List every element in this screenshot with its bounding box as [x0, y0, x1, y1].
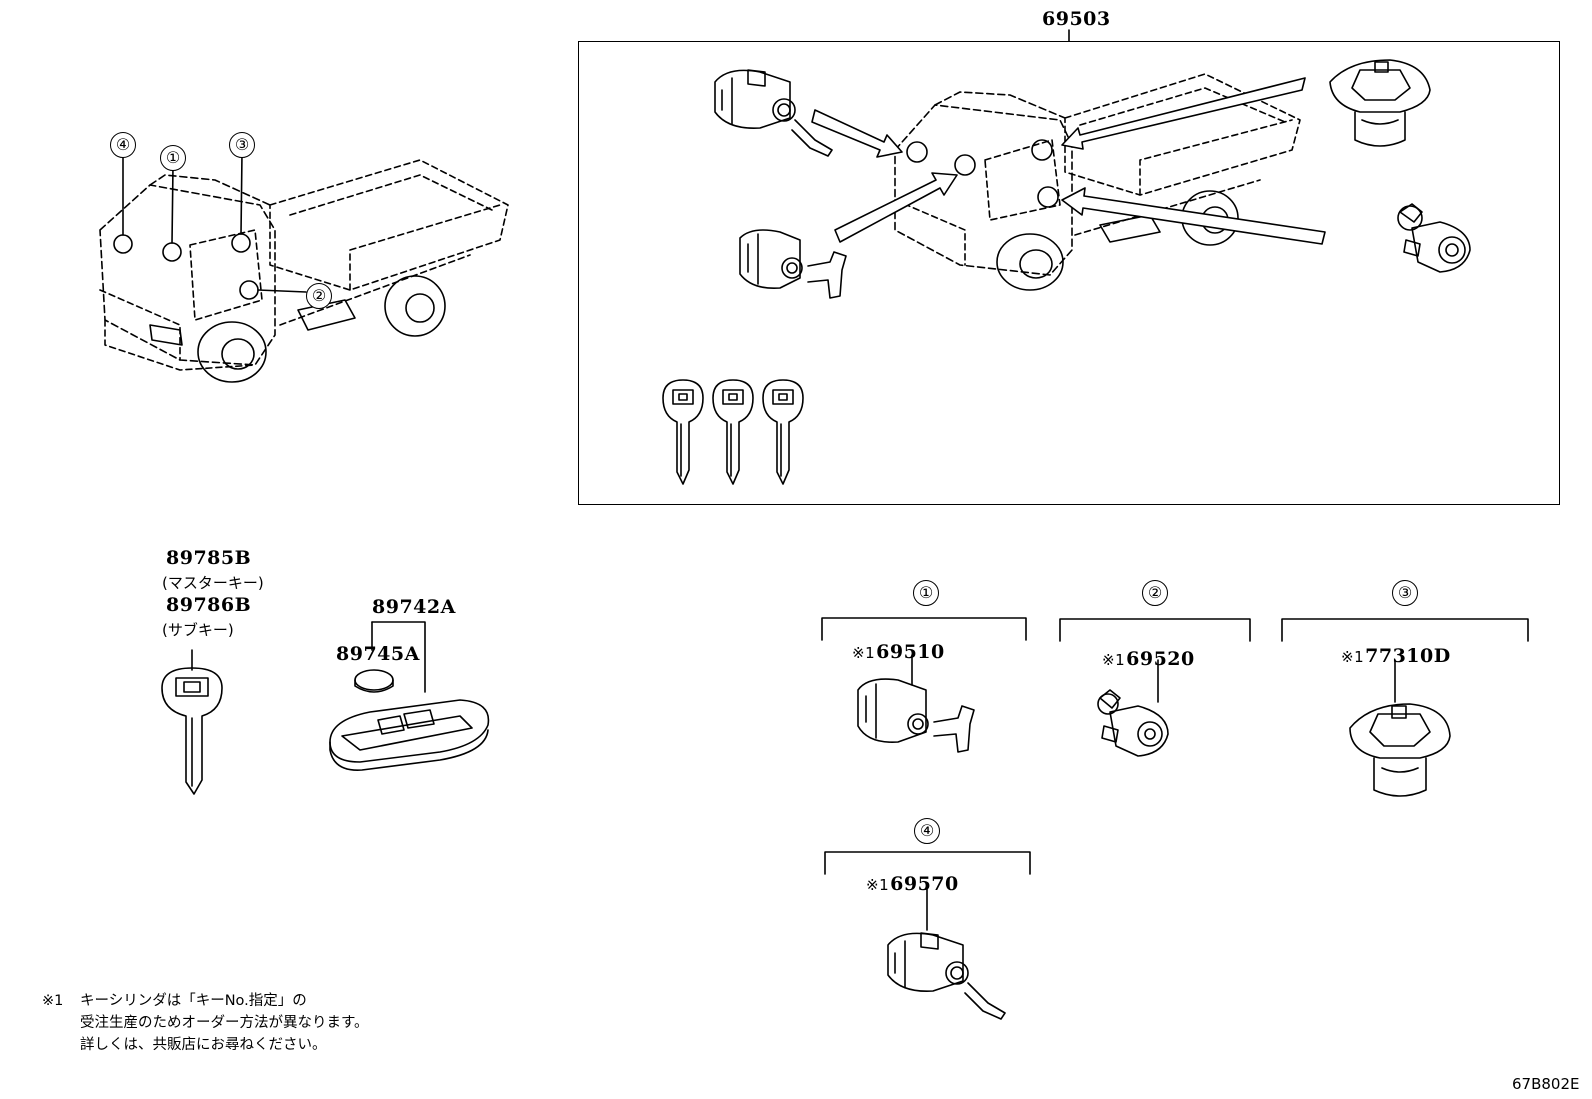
callout-3-part: 77310D [1365, 645, 1451, 667]
part-69570-illustration [887, 886, 1006, 1020]
callout-2-prefix: ※1 [1102, 651, 1126, 669]
key-illustration [161, 649, 223, 795]
callout-3-label: ※177310D [1341, 645, 1451, 667]
kit-box [578, 41, 1560, 505]
kit-keys [662, 379, 804, 485]
battery-part: 89745A [336, 643, 420, 665]
footnote-line-1: キーシリンダは「キーNo.指定」の [80, 993, 307, 1009]
kit-cylinder-b [739, 229, 847, 299]
callout-4-part: 69570 [890, 873, 959, 895]
kit-cylinder-a [714, 69, 833, 157]
kit-part-label: 69503 [1042, 8, 1111, 30]
callout-4-label: ※169570 [866, 873, 959, 895]
callout-1-prefix: ※1 [852, 644, 876, 662]
callout-1-label: ※169510 [852, 641, 945, 663]
callout-2-marker: ② [1142, 580, 1168, 606]
callout-1-marker: ① [913, 580, 939, 606]
master-key-desc: (マスターキー) [162, 574, 264, 592]
callout-4-prefix: ※1 [866, 876, 890, 894]
footnote-mark: ※1 [42, 993, 64, 1009]
callout-3-prefix: ※1 [1341, 648, 1365, 666]
bracket-2 [1059, 618, 1251, 642]
overview-marker-1: ① [160, 145, 186, 171]
part-69510-illustration [857, 654, 975, 753]
transmitter-part: 89742A [372, 596, 456, 618]
sub-key-desc: (サブキー) [162, 621, 234, 639]
callout-1-part: 69510 [876, 641, 945, 663]
kit-truck-illustration [811, 73, 1326, 291]
bracket-1 [821, 617, 1027, 641]
bracket-3 [1281, 618, 1529, 642]
overview-marker-3: ③ [229, 132, 255, 158]
kit-cylinder-c [1397, 203, 1471, 273]
part-69520-illustration [1097, 659, 1169, 757]
callout-4-marker: ④ [914, 818, 940, 844]
figure-id: 67B802E [1512, 1075, 1580, 1093]
overview-marker-4: ④ [110, 132, 136, 158]
footnote-line-3: 詳しくは、共販店にお尋ねください。 [80, 1037, 327, 1053]
footnote-line-2: 受注生産のためオーダー方法が異なります。 [80, 1015, 369, 1031]
overview-truck-illustration [99, 152, 509, 383]
bracket-4 [824, 851, 1031, 875]
overview-marker-2: ② [306, 283, 332, 309]
sub-key-part: 89786B [166, 594, 252, 616]
callout-3-marker: ③ [1392, 580, 1418, 606]
part-77310D-illustration [1349, 659, 1451, 797]
callout-2-label: ※169520 [1102, 648, 1195, 670]
callout-2-part: 69520 [1126, 648, 1195, 670]
kit-fuel-cap [1329, 59, 1431, 147]
remote-illustration [329, 621, 490, 771]
master-key-part: 89785B [166, 547, 252, 569]
